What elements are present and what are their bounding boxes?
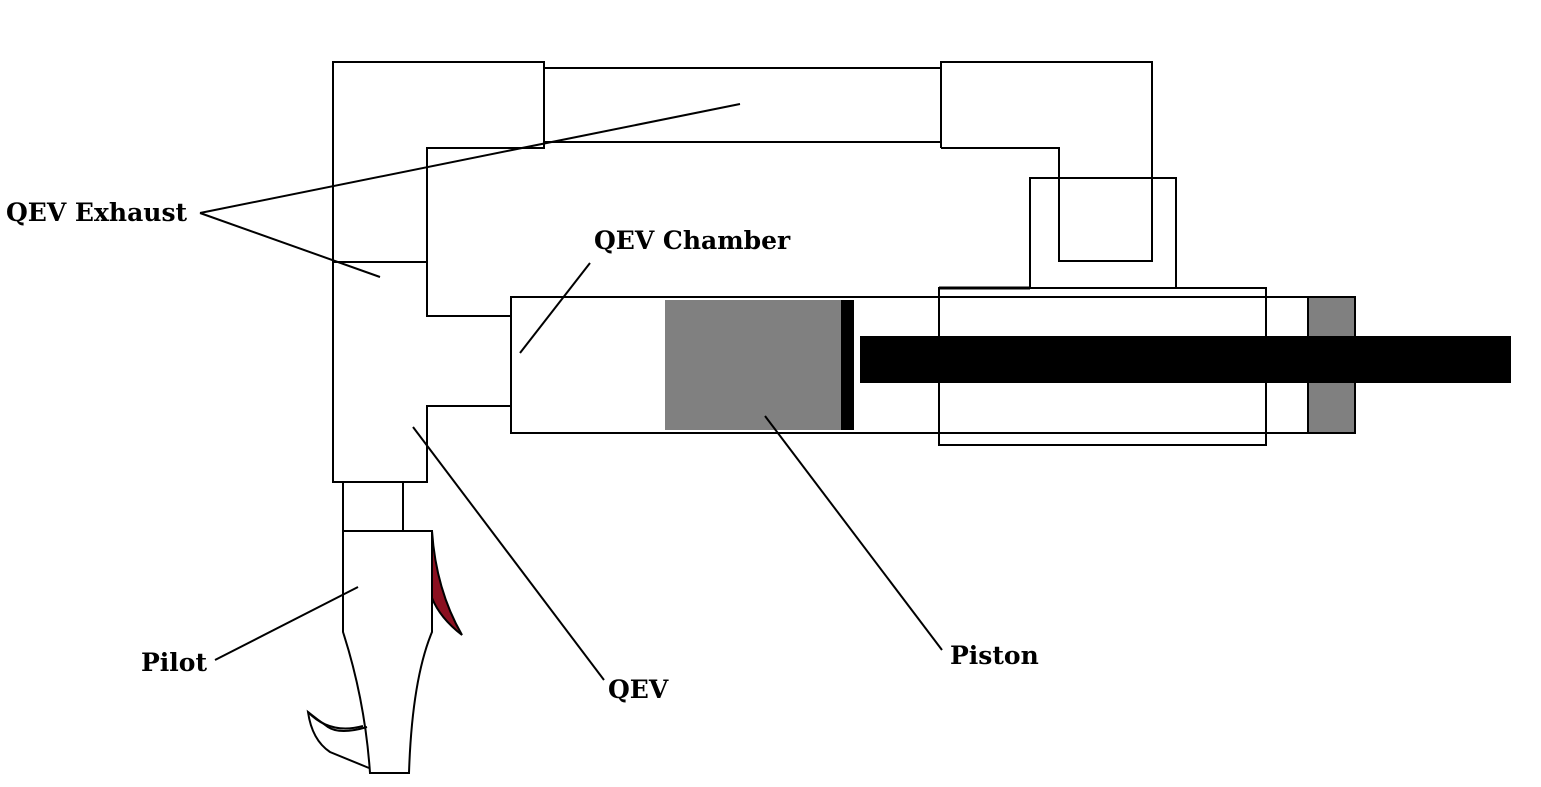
leader-qev xyxy=(412,426,605,681)
leader-piston xyxy=(764,415,943,651)
qev-body xyxy=(332,262,511,483)
trigger xyxy=(431,530,463,636)
piston-face xyxy=(841,300,854,430)
pilot-hook-inner xyxy=(307,711,364,730)
label-qev-exhaust: QEV Exhaust xyxy=(6,198,188,227)
label-piston: Piston xyxy=(950,641,1039,670)
rod-over-cap xyxy=(1308,336,1355,383)
top-left-elbow xyxy=(332,61,545,262)
cylinder-connector xyxy=(1029,177,1177,288)
pilot-body xyxy=(342,530,433,774)
label-pilot: Pilot xyxy=(141,648,208,677)
leader-pilot xyxy=(214,586,359,661)
leader-qev-exhaust-bottom xyxy=(199,212,381,278)
piston xyxy=(665,300,841,430)
leader-qev-chamber xyxy=(519,262,591,354)
label-qev: QEV xyxy=(608,675,669,704)
leader-qev-exhaust-top xyxy=(199,103,741,214)
piston-rod xyxy=(860,336,1511,383)
top-right-elbow xyxy=(940,61,1153,262)
qev-chamber-port xyxy=(426,262,511,317)
label-qev-chamber: QEV Chamber xyxy=(594,226,791,255)
